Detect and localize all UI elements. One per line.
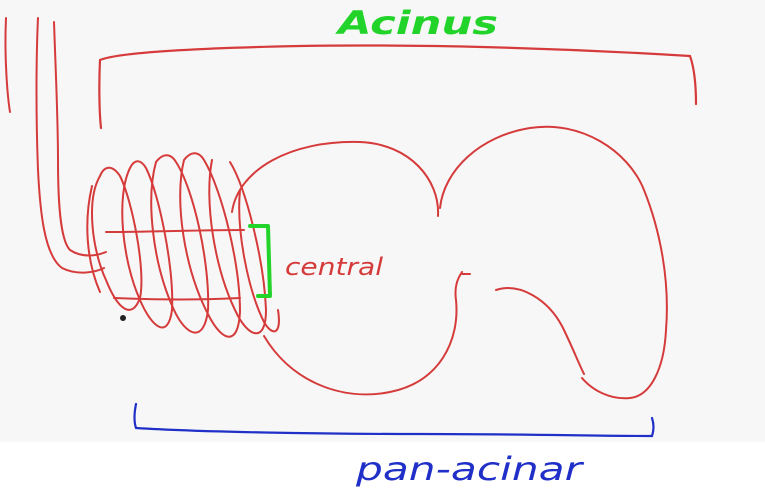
bronchiole-crosslines (105, 229, 245, 301)
whiteboard-canvas (0, 0, 765, 442)
respiratory-bronchiole-coils (86, 152, 280, 338)
pan-acinar-bracket (133, 402, 655, 438)
pan-acinar-label: pan-acinar (355, 450, 585, 488)
central-label: central (285, 253, 383, 281)
airway-tube (4, 17, 107, 274)
acinus-title: Acinus (334, 4, 498, 42)
acinus-bracket (98, 44, 698, 130)
marker-dot (120, 315, 126, 321)
alveolar-sacs (231, 125, 668, 400)
central-bracket (248, 224, 272, 298)
